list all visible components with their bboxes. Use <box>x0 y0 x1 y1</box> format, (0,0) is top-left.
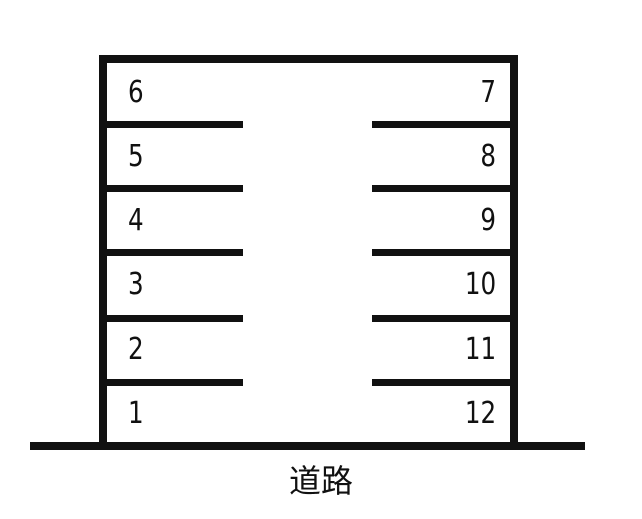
slot-number-9: 9 <box>480 203 496 238</box>
road-label: 道路 <box>288 462 353 500</box>
slot-number-10: 10 <box>464 267 496 302</box>
slot-number-7: 7 <box>480 75 496 110</box>
slot-number-8: 8 <box>480 139 496 174</box>
slot-number-6: 6 <box>128 75 144 110</box>
road-edge-line <box>30 442 585 450</box>
slot-number-1: 1 <box>128 396 144 431</box>
slot-divider-left-5 <box>103 379 243 386</box>
slot-number-11: 11 <box>464 332 496 367</box>
slot-number-3: 3 <box>128 267 144 302</box>
slot-number-4: 4 <box>128 203 144 238</box>
slot-number-2: 2 <box>128 332 144 367</box>
slot-divider-left-1 <box>103 121 243 128</box>
slot-divider-right-1 <box>372 121 512 128</box>
slot-divider-left-3 <box>103 249 243 256</box>
slot-number-5: 5 <box>128 139 144 174</box>
right-wall <box>510 55 518 447</box>
slot-number-12: 12 <box>464 396 496 431</box>
slot-divider-right-2 <box>372 185 512 192</box>
slot-divider-left-2 <box>103 185 243 192</box>
slot-divider-right-3 <box>372 249 512 256</box>
slot-divider-left-4 <box>103 315 243 322</box>
slot-divider-right-5 <box>372 379 512 386</box>
top-wall <box>99 55 518 63</box>
slot-divider-right-4 <box>372 315 512 322</box>
